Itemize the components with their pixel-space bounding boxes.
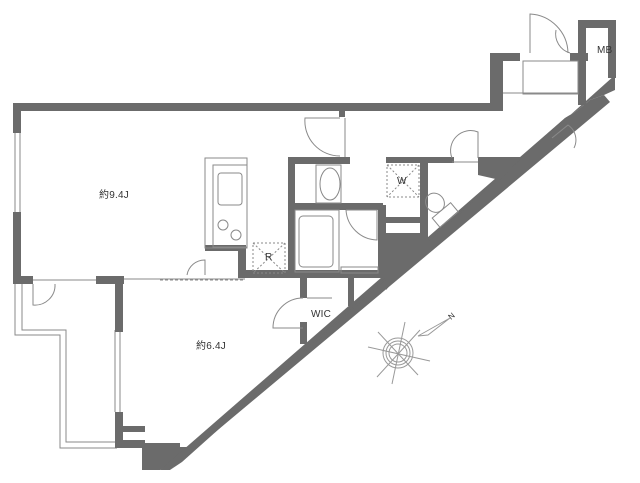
bathtub [294,209,340,273]
balcony-door[interactable] [32,283,56,306]
room-label-mb: MB [597,45,613,56]
washbasin [315,164,342,204]
diagonal-door[interactable] [551,124,577,149]
toilet [425,192,460,229]
toilet-door[interactable] [450,130,479,159]
entrance-door[interactable] [529,13,569,54]
washer-space [386,164,420,198]
balcony-outline [14,282,117,449]
bathroom-door[interactable] [345,209,378,241]
compass-north-label: N [447,311,457,322]
walls [13,20,616,470]
living-door[interactable] [304,117,341,157]
room-label-wic: WIC [311,309,332,320]
room-label-living: 約9.4J [99,190,129,201]
compass-icon [367,317,451,385]
room-label-bedroom: 約6.4J [196,341,226,352]
wic-door[interactable] [272,297,304,329]
room-label-washer: W [397,176,407,187]
room-label-refrigerator: R [265,252,273,263]
refrigerator-space [252,242,286,274]
